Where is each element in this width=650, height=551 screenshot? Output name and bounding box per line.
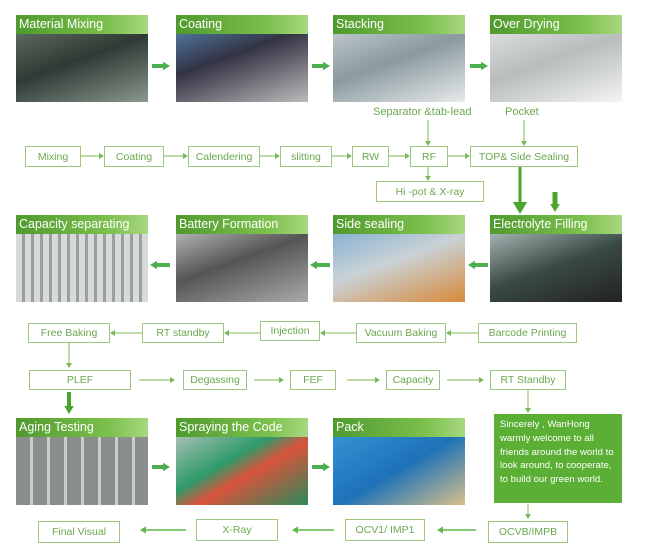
pocket-label: Pocket [505,106,539,118]
arrow-icon [312,61,330,71]
arrow-icon [525,504,531,519]
process-step-box: Capacity [386,370,440,390]
arrow-icon [512,167,528,214]
arrow-icon [152,61,170,71]
arrow-icon [66,343,72,368]
arrow-icon [164,153,188,159]
arrow-icon [447,377,484,383]
step-title: Side sealing [333,215,465,234]
process-step-box: X-Ray [196,519,278,541]
arrow-icon [224,330,260,336]
step-title: Material Mixing [16,15,148,34]
photo-step-card: Capacity separating [16,215,148,302]
photo-step-card: Over Drying [490,15,622,102]
arrow-icon [64,392,74,414]
process-step-box: FEF [290,370,336,390]
step-title: Aging Testing [16,418,148,437]
arrow-icon [448,153,470,159]
process-step-box: OCVB/IMPB [488,521,568,543]
arrow-icon [310,260,330,270]
step-title: Pack [333,418,465,437]
process-step-box: Coating [104,146,164,167]
arrow-icon [254,377,284,383]
arrow-icon [312,462,330,472]
process-step-box: TOP& Side Sealing [470,146,578,167]
process-step-box: Hi -pot & X-ray [376,181,484,202]
photo-step-card: Battery Formation [176,215,308,302]
process-step-box: RT standby [142,323,224,343]
arrow-icon [152,462,170,472]
step-title: Battery Formation [176,215,308,234]
arrow-icon [470,61,488,71]
process-step-box: Injection [260,321,320,341]
arrow-icon [389,153,410,159]
process-step-box: Vacuum Baking [356,323,446,343]
arrow-icon [150,260,170,270]
arrow-icon [320,330,356,336]
process-step-box: PLEF [29,370,131,390]
process-step-box: RT Standby [490,370,566,390]
process-step-box: RF [410,146,448,167]
arrow-icon [140,526,186,534]
arrow-icon [347,377,380,383]
photo-step-card: Aging Testing [16,418,148,505]
photo-step-card: Coating [176,15,308,102]
photo-step-card: Pack [333,418,465,505]
arrow-icon [292,526,334,534]
process-step-box: Final Visual [38,521,120,543]
step-title: Capacity separating [16,215,148,234]
arrow-icon [521,120,527,146]
arrow-icon [550,192,560,212]
step-title: Electrolyte Filling [490,215,622,234]
step-title: Stacking [333,15,465,34]
step-title: Over Drying [490,15,622,34]
arrow-icon [139,377,175,383]
photo-step-card: Electrolyte Filling [490,215,622,302]
arrow-icon [110,330,142,336]
separator-label: Separator &tab-lead [373,106,472,118]
arrow-icon [525,390,531,413]
process-step-box: Barcode Printing [478,323,577,343]
welcome-message: Sincerely , WanHong warmly welcome to al… [494,414,622,503]
step-title: Spraying the Code [176,418,308,437]
photo-step-card: Spraying the Code [176,418,308,505]
arrow-icon [332,153,352,159]
process-step-box: Free Baking [28,323,110,343]
arrow-icon [425,120,431,146]
arrow-icon [446,330,478,336]
arrow-icon [425,167,431,181]
arrow-icon [260,153,280,159]
photo-step-card: Material Mixing [16,15,148,102]
arrow-icon [437,526,476,534]
process-step-box: Calendering [188,146,260,167]
process-step-box: RW [352,146,389,167]
process-step-box: OCV1/ IMP1 [345,519,425,541]
process-step-box: slitting [280,146,332,167]
photo-step-card: Stacking [333,15,465,102]
arrow-icon [81,153,104,159]
arrow-icon [468,260,488,270]
step-title: Coating [176,15,308,34]
photo-step-card: Side sealing [333,215,465,302]
process-step-box: Degassing [183,370,247,390]
process-step-box: Mixing [25,146,81,167]
